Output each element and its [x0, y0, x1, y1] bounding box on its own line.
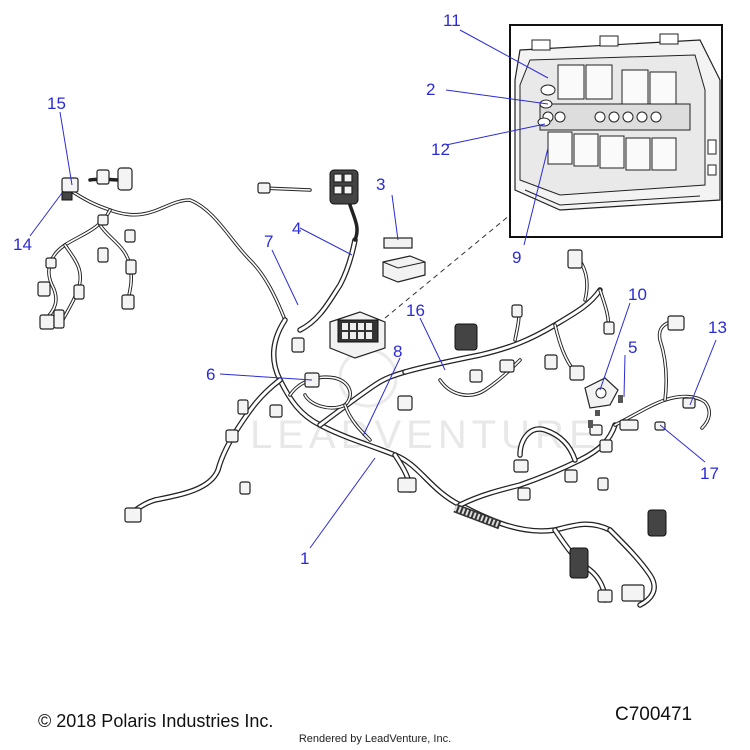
main-harness — [124, 237, 667, 608]
callout-17: 17 — [700, 464, 719, 483]
right-upper-harness — [397, 249, 615, 411]
conduit-section — [453, 503, 502, 530]
callout-12: 12 — [431, 140, 450, 159]
callout-6: 6 — [206, 365, 215, 384]
copyright-notice: © 2018 Polaris Industries Inc. — [38, 711, 274, 731]
callout-9: 9 — [512, 248, 521, 267]
callout-13: 13 — [708, 318, 727, 337]
part-5-fasteners — [588, 395, 623, 428]
callout-14: 14 — [13, 235, 32, 254]
right-rear-harness — [613, 315, 711, 431]
left-front-harness — [37, 167, 287, 330]
figure-id: C700471 — [615, 704, 693, 725]
callout-1: 1 — [300, 549, 309, 568]
watermark-text: LEADVENTURE — [250, 413, 601, 457]
callout-4: 4 — [292, 219, 301, 238]
rendered-by-credit: Rendered by LeadVenture, Inc. — [298, 733, 452, 745]
fuse-box-detail-inset — [509, 24, 723, 238]
part-3-label-and-cover — [382, 237, 426, 283]
callout-8: 8 — [393, 342, 402, 361]
callout-5: 5 — [628, 338, 637, 357]
leader-lines — [29, 29, 717, 549]
top-connector-lead — [257, 169, 359, 242]
callout-10: 10 — [628, 285, 647, 304]
part-10-bracket — [584, 377, 619, 409]
callout-15: 15 — [47, 94, 66, 113]
callout-16: 16 — [406, 301, 425, 320]
fuse-box — [329, 311, 386, 359]
callout-7: 7 — [264, 232, 273, 251]
callout-11: 11 — [443, 11, 461, 30]
callout-2: 2 — [426, 80, 435, 99]
callout-3: 3 — [376, 175, 385, 194]
